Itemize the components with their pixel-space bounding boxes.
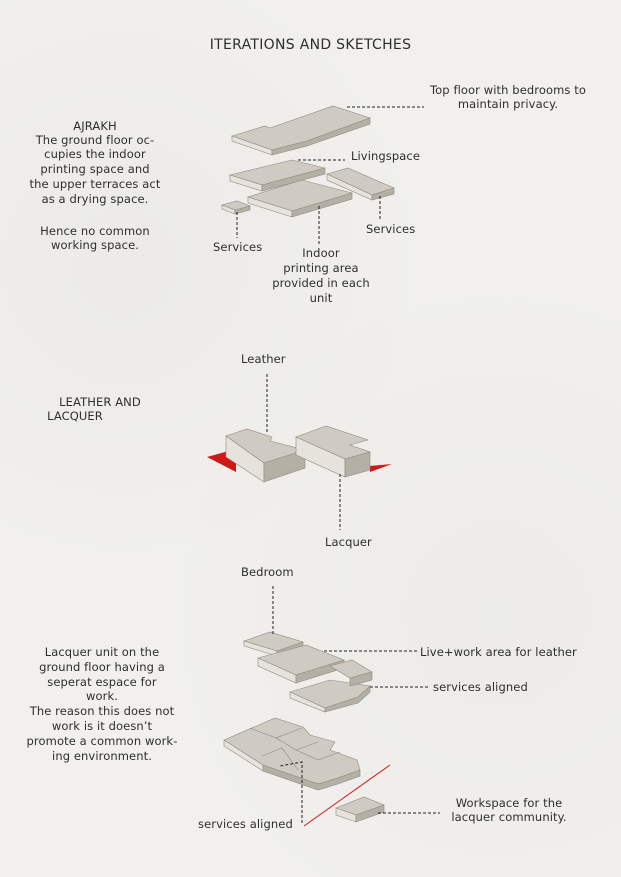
- label-indoor-4: unit: [309, 291, 333, 305]
- label-indoor-2: printing area: [283, 261, 359, 275]
- label-services-right: Services: [366, 222, 416, 236]
- label-live-work: Live+work area for leather: [420, 645, 577, 659]
- ajrakh-top-floor-block: [231, 105, 371, 156]
- ajrakh-note-2: working space.: [50, 238, 140, 252]
- ajrakh-desc-3: printing space and: [40, 162, 150, 176]
- red-division-line: [303, 764, 391, 827]
- ajrakh-note-1: Hence no common: [40, 224, 150, 238]
- ajrakh-services-right-block: [326, 167, 395, 201]
- lacquer-desc-8: ing environment.: [52, 749, 152, 763]
- ajrakh-services-left-block: [221, 200, 251, 215]
- ajrakh-heading: AJRAKH: [73, 119, 117, 133]
- lacquer-desc-7: promote a common work-: [26, 734, 178, 748]
- lacquer-block: [295, 425, 371, 478]
- lacquer-desc-6: work is it doesn’t: [51, 719, 153, 733]
- leather-lacquer-heading-2: LACQUER: [47, 409, 103, 423]
- label-workspace-2: lacquer community.: [451, 810, 567, 824]
- ground-floor-slab: [223, 717, 361, 791]
- red-wedge-right: [370, 464, 392, 472]
- ajrakh-desc-2: cupies the indoor: [44, 147, 146, 161]
- ajrakh-desc-1: The ground floor oc-: [35, 133, 155, 147]
- label-living-space: Livingspace: [351, 149, 421, 163]
- label-indoor-3: provided in each: [272, 276, 370, 290]
- label-bedroom: Bedroom: [241, 565, 294, 579]
- ajrakh-desc-4: the upper terraces act: [29, 177, 161, 191]
- lacquer-desc-4: work.: [86, 689, 118, 703]
- services-stack-block: [289, 659, 373, 713]
- label-services-aligned-top: services aligned: [433, 680, 528, 694]
- leather-lacquer-heading-1: LEATHER AND: [59, 395, 141, 409]
- page-title: ITERATIONS AND SKETCHES: [209, 37, 412, 53]
- label-workspace-1: Workspace for the: [455, 796, 563, 810]
- leather-block: [225, 428, 307, 483]
- lacquer-desc-3: seperat espace for: [47, 675, 157, 689]
- ajrakh-desc-5: as a drying space.: [41, 192, 149, 206]
- label-leather: Leather: [241, 352, 286, 366]
- lacquer-desc-5: The reason this does not: [29, 704, 175, 718]
- ajrakh-living-block: [228, 159, 326, 192]
- label-indoor-1: Indoor: [302, 246, 340, 260]
- label-top-floor-1: Top floor with bedrooms to: [429, 83, 587, 97]
- lacquer-desc-2: ground floor having a: [39, 660, 165, 674]
- label-services-aligned-bottom: services aligned: [198, 817, 293, 831]
- label-top-floor-2: maintain privacy.: [457, 97, 559, 111]
- label-services-left: Services: [213, 240, 263, 254]
- label-lacquer: Lacquer: [325, 535, 372, 549]
- lacquer-desc-1: Lacquer unit on the: [44, 645, 160, 659]
- ajrakh-ground-block: [247, 179, 354, 218]
- lacquer-workspace-block: [335, 796, 385, 823]
